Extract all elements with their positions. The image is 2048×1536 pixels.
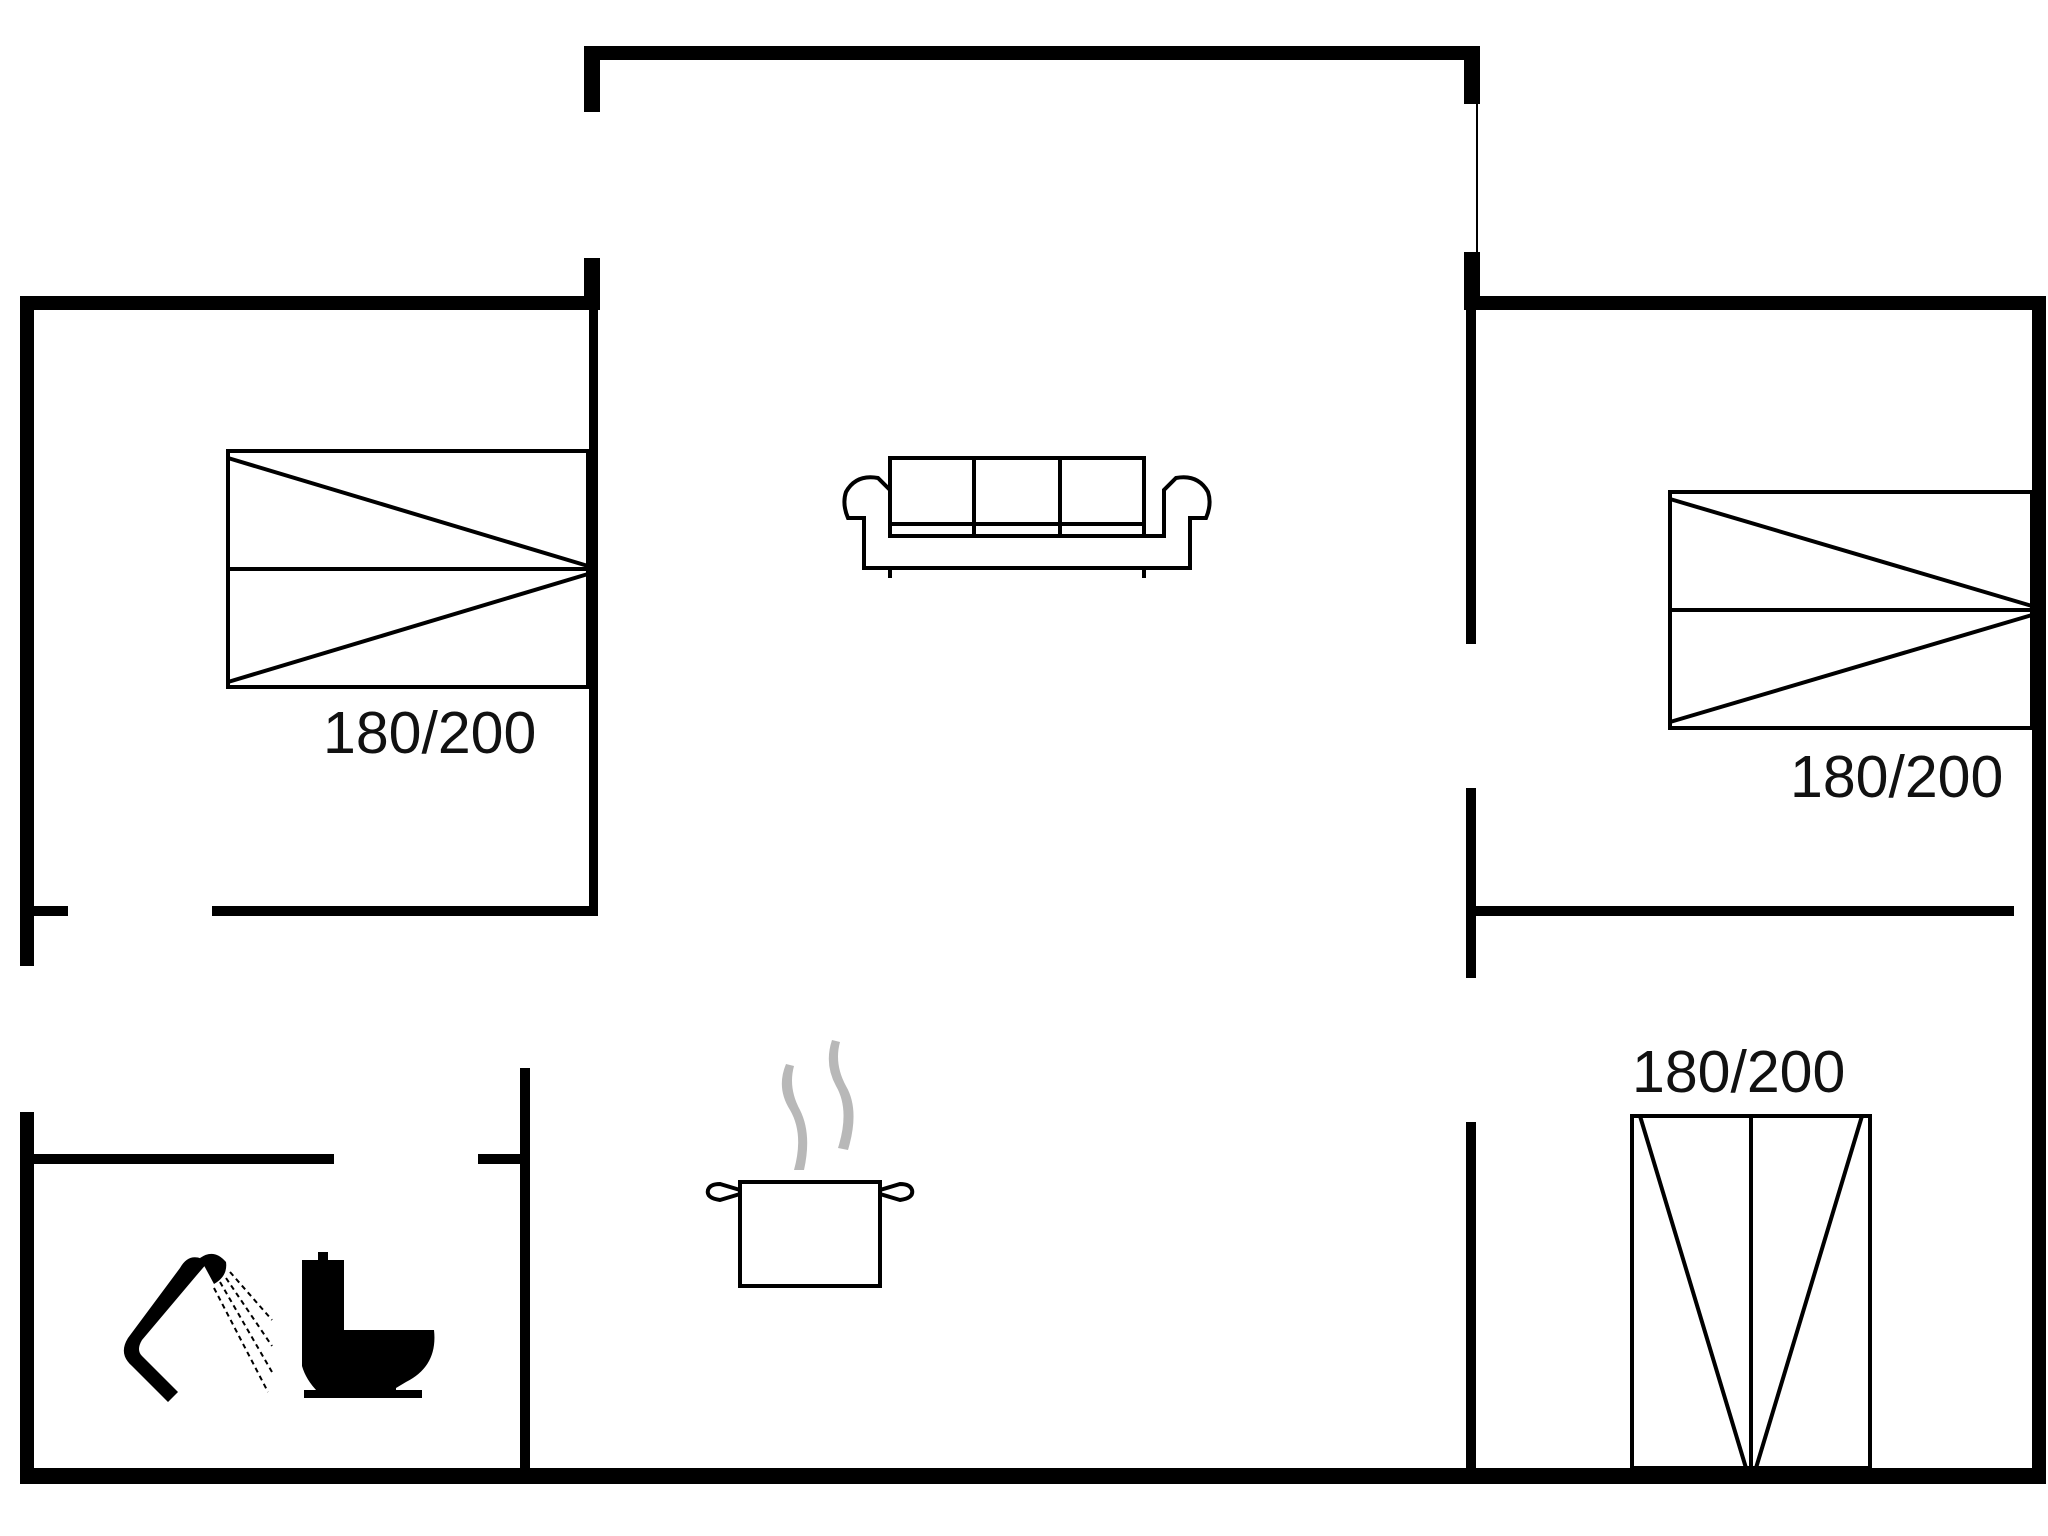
wall-bath-top-b: [478, 1154, 524, 1164]
wall-top-right: [1464, 296, 2046, 310]
wall-bottom: [20, 1468, 2046, 1484]
wall-right-partition-c: [1466, 1122, 1476, 1470]
bed-size-label-lower-right: 180/200: [1632, 1039, 1845, 1105]
wall-bedroom-left-bottom-a: [20, 906, 68, 916]
wall-left-lower: [20, 1112, 34, 1484]
steam-icon: [781, 1064, 808, 1170]
steam-icon: [828, 1040, 854, 1150]
wall-bedroom-right-divider: [1466, 906, 2014, 916]
sofa-icon: [842, 456, 1212, 578]
wall-right: [2032, 296, 2046, 1484]
double-bed-icon: [1630, 1114, 1872, 1470]
wall-living-top-right-stub: [1464, 46, 1480, 104]
wall-bath-right: [520, 1068, 530, 1470]
shower-icon: [123, 1253, 273, 1402]
wall-living-top-left-stub: [584, 46, 600, 112]
wall-bedroom-left-bottom-b: [212, 906, 598, 916]
bed-size-label-left: 180/200: [323, 700, 536, 766]
double-bed-icon: [226, 449, 590, 689]
wall-living-window-line: [1476, 104, 1478, 254]
wall-top-left: [20, 296, 600, 310]
cooking-pot-icon: [705, 1040, 915, 1288]
bed-size-label-right: 180/200: [1790, 744, 2003, 810]
wall-right-partition-a: [1466, 310, 1476, 644]
wall-left-upper: [20, 296, 34, 966]
wall-right-partition-b: [1466, 788, 1476, 978]
wall-bedroom-left-right: [589, 310, 598, 916]
walls: [20, 46, 2046, 1484]
wall-living-top: [584, 46, 1480, 60]
wall-bath-top-a: [34, 1154, 334, 1164]
double-bed-icon: [1668, 490, 2034, 730]
toilet-icon: [302, 1252, 435, 1398]
wall-living-right-pier: [1464, 252, 1480, 310]
